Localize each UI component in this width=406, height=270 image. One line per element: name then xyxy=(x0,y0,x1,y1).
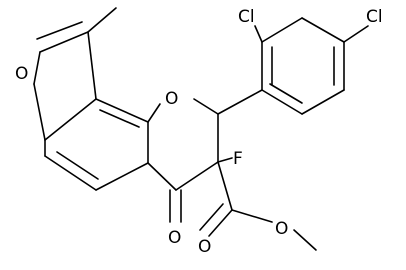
bond xyxy=(199,203,224,231)
atom-label-layer: Cl Cl O O F O O O xyxy=(15,7,383,257)
bond xyxy=(33,83,46,141)
bond xyxy=(261,17,303,43)
bond xyxy=(147,162,177,191)
bond xyxy=(87,31,97,100)
bond xyxy=(193,98,219,115)
bond xyxy=(36,21,83,40)
atom-label-o-furan: O xyxy=(15,64,28,84)
bond xyxy=(208,209,233,237)
bond xyxy=(95,98,149,123)
bond xyxy=(301,17,345,43)
bond xyxy=(56,151,99,180)
bond xyxy=(269,83,303,104)
atom-label-o-pyran: O xyxy=(165,89,178,109)
bond xyxy=(343,25,369,43)
bond xyxy=(99,109,140,128)
bond xyxy=(44,155,97,191)
bond xyxy=(261,89,303,115)
bond xyxy=(147,103,161,123)
bond xyxy=(301,89,345,115)
bond xyxy=(33,51,41,85)
atom-label-o-ester-ether: O xyxy=(275,219,288,239)
bond-layer xyxy=(33,7,369,251)
bond xyxy=(293,229,317,251)
bond xyxy=(175,161,219,191)
bond xyxy=(231,209,273,223)
atom-label-cl-ortho: Cl xyxy=(238,7,255,27)
atom-label-fluorine: F xyxy=(233,149,243,169)
atom-label-cl-para: Cl xyxy=(366,7,383,27)
bond xyxy=(217,89,263,115)
bond xyxy=(254,25,263,43)
bond xyxy=(217,161,233,211)
bond xyxy=(44,98,97,141)
atom-label-o-ester-carbonyl: O xyxy=(198,237,211,257)
atom-label-o-ketone: O xyxy=(168,228,181,248)
bond xyxy=(217,157,233,163)
bond xyxy=(39,31,89,53)
bond xyxy=(87,7,117,33)
bond xyxy=(95,162,149,191)
